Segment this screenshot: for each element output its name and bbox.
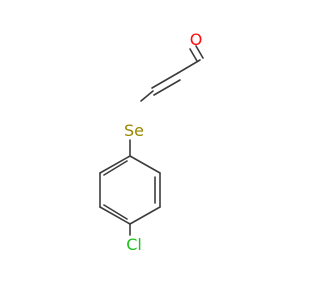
ring-bond-3 (129, 206, 161, 225)
ring-bond-6 (99, 155, 131, 174)
oxygen-atom-label: O (190, 30, 203, 49)
bond-c3-se (140, 90, 154, 102)
bond-carbonyl-double-1 (189, 48, 198, 62)
ring-inner-bond-2 (103, 204, 128, 220)
chlorine-atom-label: Cl (126, 235, 142, 254)
selenium-atom-label: Se (124, 121, 144, 140)
ring-inner-bond-3 (103, 160, 128, 176)
structure-canvas: O Se Cl (99, 30, 204, 254)
bond-carbonyl-double-2 (195, 45, 204, 59)
ring-bond-4 (99, 206, 131, 225)
bond-alkene-double-2 (153, 79, 181, 96)
bond-alkene-double-1 (151, 72, 179, 89)
ring-bond-1 (129, 155, 161, 174)
bond-c1-c2 (177, 59, 201, 74)
molecule-diagram: O Se Cl (99, 30, 204, 254)
